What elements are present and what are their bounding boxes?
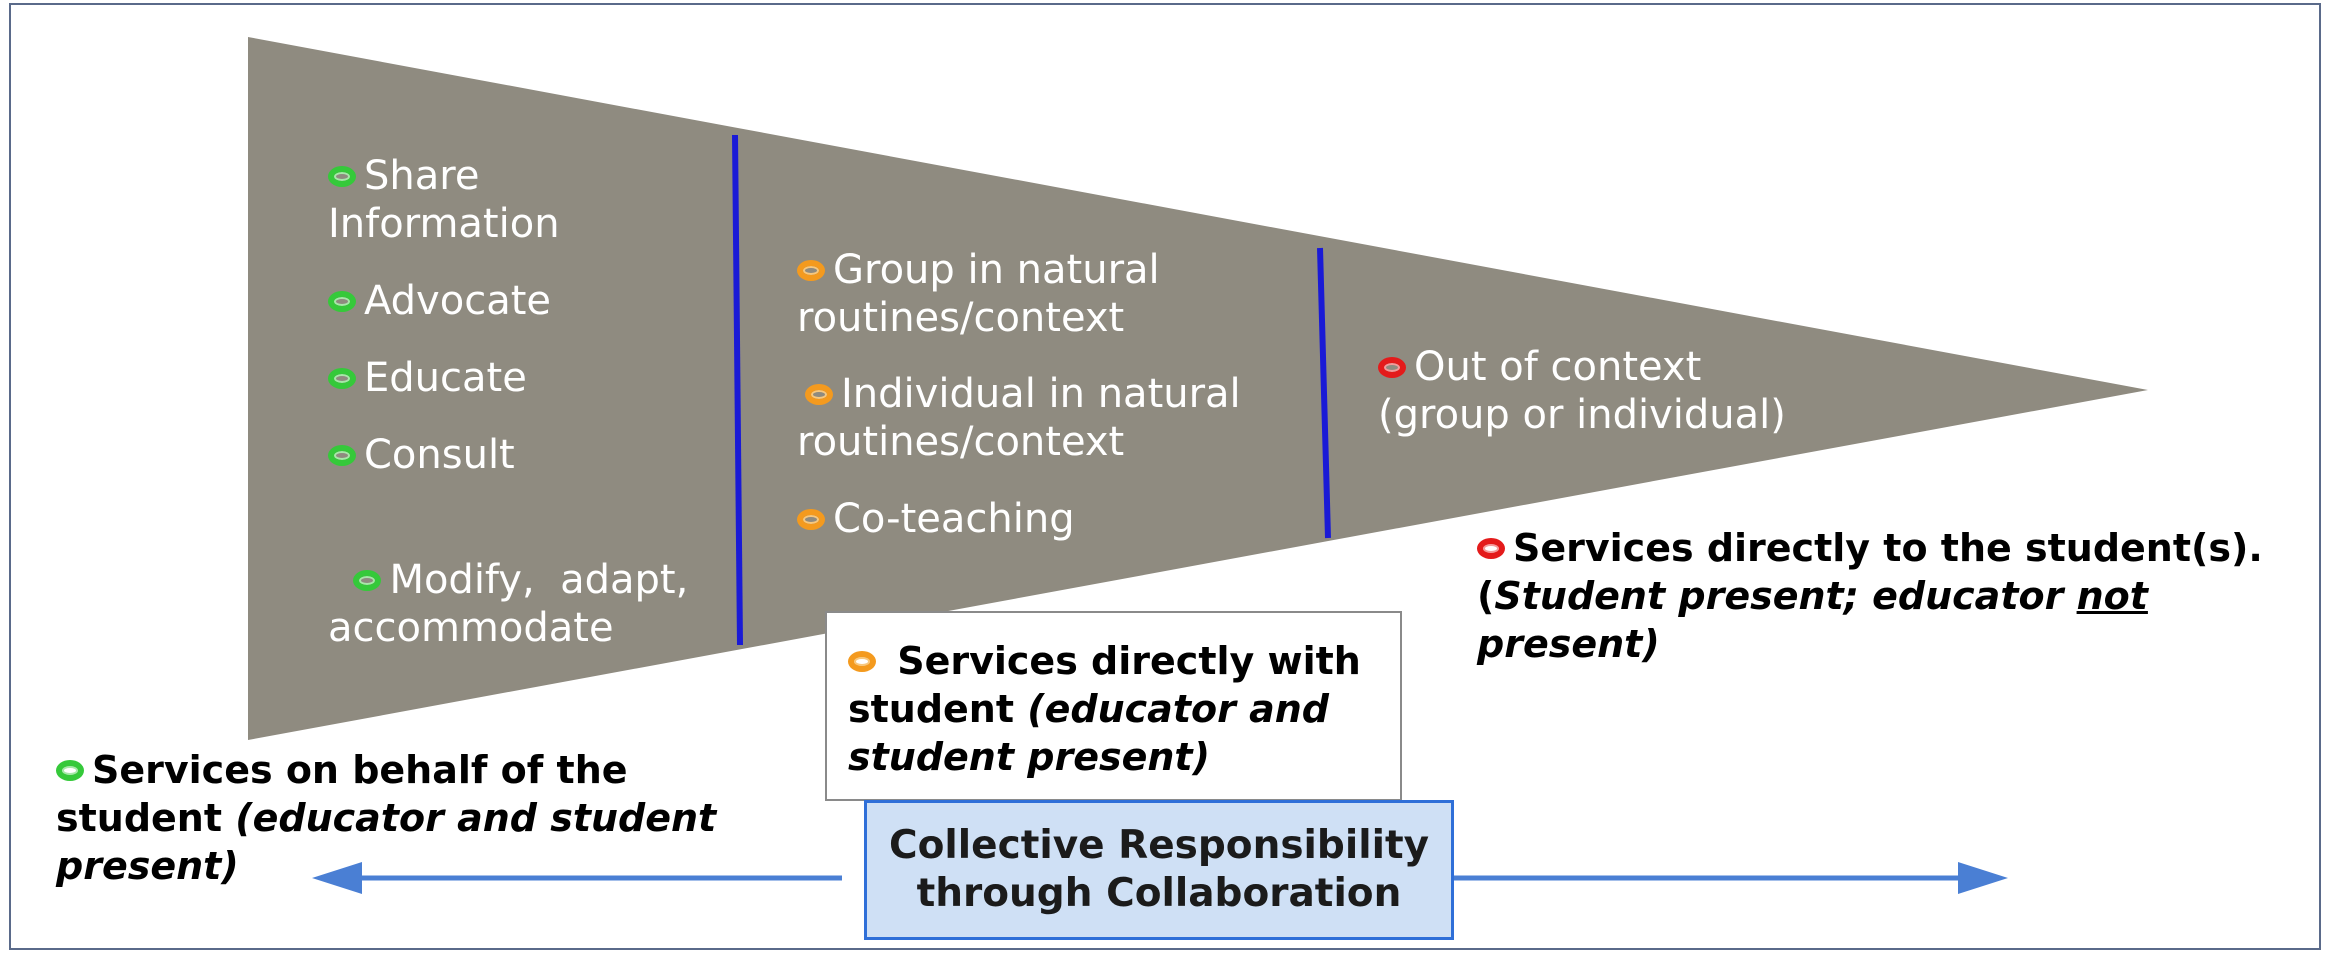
caption-italic-b: present) <box>1477 622 1660 666</box>
item-advocate: Advocate <box>328 277 551 325</box>
item-label: Advocate <box>364 278 551 324</box>
item-label-line2: routines/context <box>797 419 1125 465</box>
green-ring-icon <box>353 569 382 591</box>
item-label: Modify, adapt, <box>389 557 689 603</box>
diagram-frame <box>9 3 2321 950</box>
item-co-teaching: Co-teaching <box>797 495 1075 543</box>
green-ring-icon <box>328 367 356 389</box>
collective-responsibility-box: Collective Responsibility through Collab… <box>864 800 1454 940</box>
caption-paren: ( <box>1477 574 1495 618</box>
caption-italic: (educator and <box>1027 687 1329 731</box>
item-label: Co-teaching <box>833 496 1075 542</box>
item-label-line2: (group or individual) <box>1378 392 1786 438</box>
funnel-shape <box>248 37 2148 740</box>
item-label: Share <box>364 153 480 199</box>
caption-italic-underlined: not <box>2076 574 2148 618</box>
orange-ring-icon <box>805 383 833 405</box>
caption-title: Services directly to the student(s). <box>1513 526 2263 570</box>
item-label: Individual in natural <box>841 371 1241 417</box>
item-consult: Consult <box>328 431 515 479</box>
caption-box-with-student <box>825 611 1402 801</box>
divider-line-1 <box>732 134 743 646</box>
item-modify-adapt: Modify, adapt,accommodate <box>328 508 688 652</box>
item-educate: Educate <box>328 354 527 402</box>
item-label-line2: Information <box>328 201 560 247</box>
caption-title-line2: student <box>848 687 1015 731</box>
green-ring-icon <box>328 165 356 187</box>
arrow-left-head-icon <box>312 862 362 894</box>
item-label-line2: accommodate <box>328 605 614 651</box>
collective-line-2: through Collaboration <box>916 871 1402 916</box>
caption-with-student: Services directly with student (educator… <box>848 637 1361 781</box>
item-label: Consult <box>364 432 515 478</box>
item-label: Educate <box>364 355 527 401</box>
item-label: Out of context <box>1414 344 1702 390</box>
item-label: Group in natural <box>833 247 1160 293</box>
caption-italic: (educator and student <box>235 796 717 840</box>
item-group-natural: Group in natural routines/context <box>797 246 1160 342</box>
caption-title-line2: student <box>56 796 223 840</box>
caption-to-student: Services directly to the student(s). (St… <box>1477 524 2331 668</box>
orange-ring-icon <box>797 508 825 530</box>
divider-line-2 <box>1317 247 1331 539</box>
item-label-line2: routines/context <box>797 295 1125 341</box>
arrow-right-head-icon <box>1958 862 2008 894</box>
red-ring-icon <box>1378 356 1406 378</box>
caption-italic-line2: student present) <box>848 735 1210 779</box>
item-out-of-context: Out of context (group or individual) <box>1378 343 1786 439</box>
caption-italic-line2: present) <box>56 844 239 888</box>
collective-line-1: Collective Responsibility <box>888 823 1430 868</box>
green-ring-icon <box>328 444 356 466</box>
orange-ring-icon <box>797 259 825 281</box>
caption-title: Services on behalf of the <box>92 748 628 792</box>
green-ring-icon <box>328 290 356 312</box>
orange-ring-icon <box>848 651 876 672</box>
caption-title: Services directly with <box>897 639 1361 683</box>
item-share-information: Share Information <box>328 152 560 248</box>
green-ring-icon <box>56 760 84 781</box>
red-ring-icon <box>1477 538 1505 559</box>
item-individual-natural: Individual in natural routines/context <box>797 370 1241 466</box>
caption-on-behalf: Services on behalf of the student (educa… <box>56 746 716 890</box>
caption-italic-a: Student present; educator <box>1494 574 2077 618</box>
